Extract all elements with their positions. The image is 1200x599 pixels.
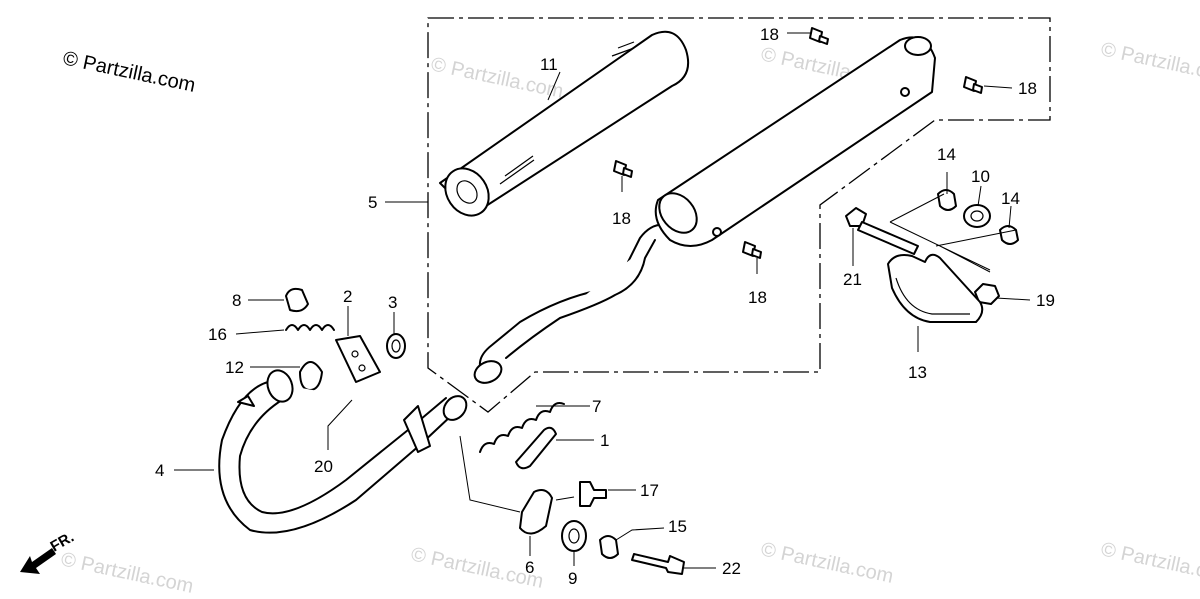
callout-20: 20: [314, 457, 333, 476]
bolt-22: [631, 553, 685, 575]
muffler-assembly-outline: [427, 17, 1051, 413]
rubber-mount-10: [963, 204, 991, 228]
muffler-band-13: [887, 253, 984, 323]
rubber-mount-9: [561, 520, 587, 552]
watermark-text: © Partzilla.com: [759, 538, 895, 588]
watermarks: © Partzilla.com © Partzilla.com © Partzi…: [59, 38, 1200, 598]
callout-22: 22: [722, 559, 741, 578]
callout-4: 4: [155, 461, 164, 480]
callout-5: 5: [368, 193, 377, 212]
copyright-text: © Partzilla.com: [61, 47, 197, 97]
callout-6: 6: [525, 558, 534, 577]
bolt-17: [579, 481, 607, 507]
callout-13: 13: [908, 363, 927, 382]
callout-14: 14: [1001, 189, 1020, 208]
callout-8: 8: [232, 291, 241, 310]
spring-12: [299, 361, 323, 391]
callout-21: 21: [843, 270, 862, 289]
watermark-text: © Partzilla.com: [1099, 538, 1200, 588]
spring-16: [285, 324, 335, 331]
callout-18: 18: [1018, 79, 1037, 98]
callout-2: 2: [343, 287, 352, 306]
gasket-3: [386, 333, 406, 359]
callout-10: 10: [971, 167, 990, 186]
collar-1: [515, 426, 557, 470]
callout-9: 9: [568, 569, 577, 588]
callout-19: 19: [1036, 291, 1055, 310]
callout-14: 14: [937, 145, 956, 164]
callout-11: 11: [540, 55, 558, 74]
callout-numbers: 5 11 18 18 18 18 14 10 14 19 21 13 8 2 3…: [155, 25, 1055, 588]
leader-lines: [174, 32, 1031, 569]
callout-12: 12: [225, 358, 244, 377]
callout-1: 1: [600, 431, 609, 450]
callout-15: 15: [668, 517, 687, 536]
callout-16: 16: [208, 325, 227, 344]
callout-18: 18: [760, 25, 779, 44]
bracket-6: [519, 489, 553, 535]
bolt-18-right: [963, 76, 983, 94]
callout-17: 17: [640, 481, 659, 500]
watermark-text: © Partzilla.com: [1099, 38, 1200, 88]
bolt-18-mid: [613, 160, 633, 178]
callout-3: 3: [388, 293, 397, 312]
callout-18: 18: [748, 288, 767, 307]
callout-7: 7: [592, 397, 601, 416]
collar-14-right: [999, 225, 1019, 245]
watermark-text: © Partzilla.com: [59, 548, 195, 598]
callout-18: 18: [612, 209, 631, 228]
spring-7: [479, 402, 565, 453]
exhaust-flange-2: [335, 335, 381, 383]
front-arrow-icon: [20, 548, 56, 574]
bolt-21: [845, 207, 919, 255]
muffler-assembly: [473, 36, 936, 384]
bolt-18-lower: [742, 241, 762, 259]
collar-15: [599, 535, 619, 559]
collar-8: [285, 287, 309, 313]
exhaust-pipe-4: [218, 369, 468, 534]
bolt-18-top: [809, 27, 829, 45]
muffler-protector: [439, 30, 690, 217]
